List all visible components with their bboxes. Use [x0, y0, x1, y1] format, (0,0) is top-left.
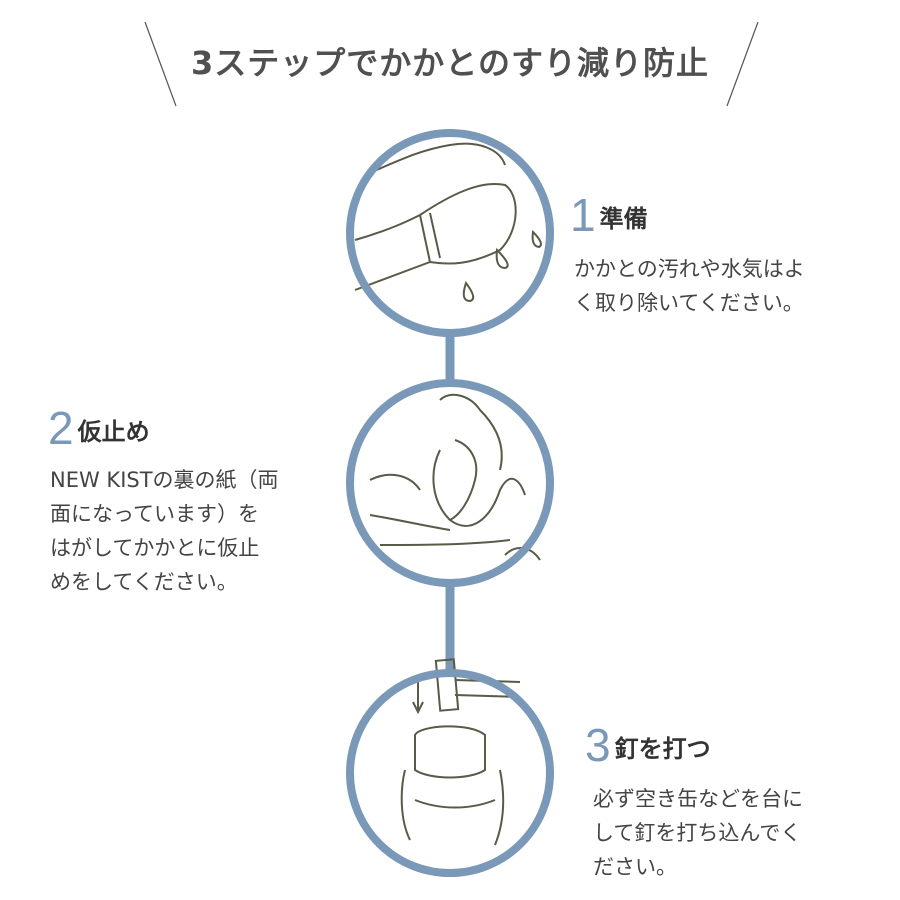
page-title: 3ステップでかかとのすり減り防止	[191, 44, 709, 82]
step2-title: 仮止め	[77, 418, 150, 446]
title-right-slash	[726, 21, 759, 107]
title-left-slash	[144, 21, 177, 107]
description-line: めをしてください。	[50, 570, 238, 594]
step3-illustration	[400, 658, 521, 846]
description-line: NEW KISTの裏の紙（両	[50, 468, 279, 492]
step1-heading: 1 準備	[570, 192, 648, 238]
description-line: はがしてかかとに仮止	[50, 536, 260, 560]
step2-description: NEW KISTの裏の紙（両 面になっています）を はがしてかかとに仮止 めをし…	[50, 463, 279, 599]
step2-heading: 2 仮止め	[48, 405, 150, 451]
step1-title: 準備	[599, 205, 648, 233]
step1-illustration	[354, 142, 542, 303]
description-line: かかとの汚れや水気はよ	[574, 257, 805, 281]
step3-circle	[346, 669, 554, 877]
step2-number: 2	[48, 402, 74, 454]
step1-description: かかとの汚れや水気はよ く取り除いてください。	[574, 252, 805, 320]
step3-title: 釘を打つ	[614, 735, 711, 763]
step1-circle	[346, 129, 554, 337]
step2-circle	[346, 379, 554, 587]
description-line: ださい。	[593, 855, 677, 879]
description-line: 必ず空き缶などを台に	[593, 787, 803, 811]
step1-number: 1	[570, 189, 596, 241]
description-line: く取り除いてください。	[574, 291, 804, 315]
step3-number: 3	[585, 719, 611, 771]
description-line: して釘を打ち込んでく	[593, 821, 802, 845]
step3-description: 必ず空き缶などを台に して釘を打ち込んでく ださい。	[593, 782, 803, 884]
description-line: 面になっています）を	[50, 502, 259, 526]
step2-illustration	[369, 393, 541, 561]
step3-heading: 3 釘を打つ	[585, 722, 711, 768]
